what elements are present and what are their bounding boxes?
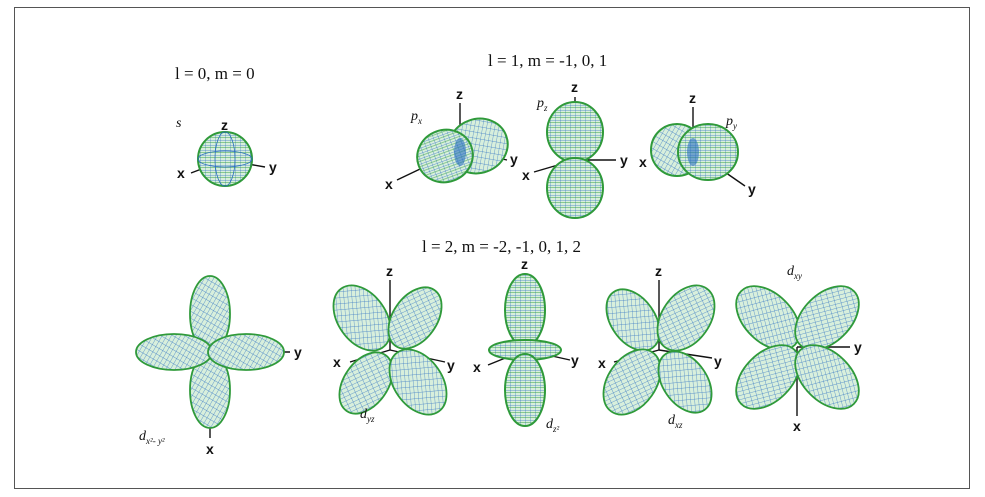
- lobe-top: [504, 273, 546, 347]
- orbital-dxz: z x y dxz: [598, 263, 722, 430]
- orbital-dxy: y x dxy: [735, 264, 862, 434]
- axis-y-label: y: [714, 353, 722, 369]
- orbital-dyz: z x y dyz: [332, 263, 455, 424]
- figure-frame: [14, 7, 970, 489]
- axis-z-label: z: [221, 117, 228, 133]
- lobe-left: [135, 333, 213, 371]
- orbital-pz: z x y pz: [522, 79, 628, 219]
- axis-z-label: z: [456, 86, 463, 102]
- orbital-dx2y2: y x dx²- y²: [135, 275, 302, 457]
- axis-x-label: x: [598, 355, 606, 371]
- lobe-upper-left: [332, 284, 392, 352]
- axis-x-label: x: [522, 167, 530, 183]
- lobe-lower-left: [338, 351, 394, 415]
- axis-x-label: x: [473, 359, 481, 375]
- orbital-px: z x y px: [385, 86, 518, 192]
- lobe-lower-right: [657, 350, 713, 414]
- axis-y-label: y: [510, 151, 518, 167]
- axis-y-label: y: [620, 152, 628, 168]
- heading-l1: l = 1, m = -1, 0, 1: [488, 51, 607, 70]
- axis-y-label: y: [269, 159, 277, 175]
- heading-l0: l = 0, m = 0: [175, 64, 255, 83]
- axis-z-label: z: [689, 90, 696, 106]
- orbital-label-py: py: [725, 114, 737, 131]
- axis-y-label: y: [854, 339, 862, 355]
- orbital-dz2: z x y dz²: [473, 256, 579, 434]
- pz-lobe-top: [546, 101, 604, 163]
- orbital-label-dyz: dyz: [360, 407, 375, 424]
- axis-z-label: z: [655, 263, 662, 279]
- orbital-label-px: px: [410, 109, 422, 126]
- pz-lobe-bottom: [546, 157, 604, 219]
- orbital-label-dx2y2: dx²- y²: [139, 429, 165, 446]
- heading-l2: l = 2, m = -2, -1, 0, 1, 2: [422, 237, 581, 256]
- orbital-label-s: s: [176, 116, 182, 131]
- orbital-label-dxz: dxz: [668, 413, 683, 430]
- orbital-label-pz: pz: [536, 96, 548, 113]
- lobe-upper-right: [656, 284, 716, 352]
- axis-x-label: x: [206, 441, 214, 457]
- axis-x-label: x: [385, 176, 393, 192]
- orbital-label-dz2: dz²: [546, 417, 560, 434]
- axis-x-label: x: [333, 354, 341, 370]
- axis-z-label: z: [571, 79, 578, 95]
- lobe-bottom: [504, 353, 546, 427]
- orbital-label-dxy: dxy: [787, 264, 802, 281]
- lobe-upper-left: [605, 288, 661, 352]
- axis-y-label: y: [571, 352, 579, 368]
- axis-x-label: x: [639, 154, 647, 170]
- lobe-right: [207, 333, 285, 371]
- lobe-upper-left: [735, 285, 801, 351]
- axis-y-label: y: [748, 181, 756, 197]
- lobe-lower-right: [794, 344, 860, 410]
- axis-x-label: x: [177, 165, 185, 181]
- axis-x-label: x: [793, 418, 801, 434]
- axis-z-label: z: [521, 256, 528, 272]
- lobe-lower-left: [735, 344, 801, 410]
- axis-y-label: y: [294, 344, 302, 360]
- lobe-lower-left: [602, 348, 662, 416]
- lobe-lower-right: [388, 348, 448, 416]
- axis-z-label: z: [386, 263, 393, 279]
- axis-y-label: y: [447, 357, 455, 373]
- lobe-upper-right: [387, 286, 443, 350]
- s-sphere: [197, 131, 253, 187]
- orbital-s: z x y s: [176, 116, 277, 187]
- lobe-upper-right: [794, 285, 860, 351]
- orbital-py: z x y py: [639, 90, 756, 197]
